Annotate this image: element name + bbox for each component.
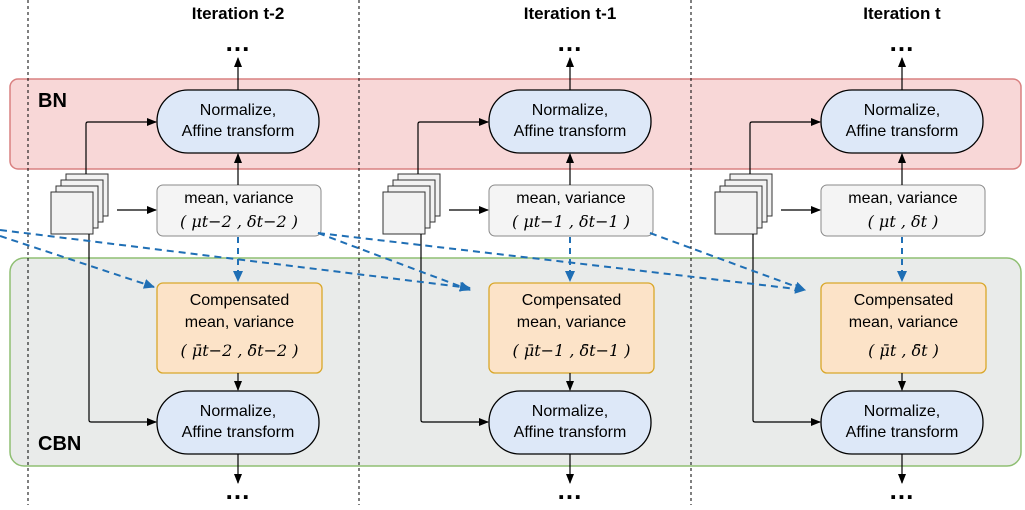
stats-label-line1: mean, variance (848, 190, 958, 207)
comp-label-line3: ( μ̄t−1 , δ̄t−1 ) (512, 341, 631, 360)
stats-box (488, 184, 654, 237)
iteration-heading: Iteration t (863, 4, 941, 23)
dashed-arrow-prev-to-comp (649, 232, 806, 292)
iteration-column (50, 57, 323, 484)
normalize-label-bn-line1: Normalize, (531, 102, 609, 119)
bn-label: BN (38, 90, 67, 112)
comp-label-line1: Compensated (521, 292, 622, 309)
normalize-label-cbn-line1: Normalize, (199, 403, 277, 420)
dashed-arrow-history-to-comp (0, 229, 471, 292)
arrow-features-to-bn (417, 118, 489, 174)
normalize-label-cbn-line2: Affine transform (513, 424, 627, 441)
stats-label-line1: mean, variance (184, 190, 294, 207)
stats-label-line2: ( μt−2 , δt−2 ) (180, 212, 298, 231)
ellipsis-top: ... (225, 27, 251, 57)
compensated-box (156, 282, 323, 374)
dashed-arrow-history-to-comp (0, 235, 155, 289)
stats-box (156, 184, 322, 237)
arrow-features-to-bn (749, 118, 821, 174)
cbn-label: CBN (38, 433, 82, 455)
comp-label-line2: mean, variance (848, 314, 959, 331)
ellipsis-top: ... (557, 27, 583, 57)
iteration-heading: Iteration t-1 (523, 4, 617, 23)
ellipsis-bottom: ... (225, 475, 251, 505)
comp-label-line3: ( μ̄t , δ̄t ) (868, 341, 939, 360)
ellipsis-bottom: ... (889, 475, 915, 505)
comp-label-line1: Compensated (189, 292, 290, 309)
arrow-features-to-cbn (752, 234, 821, 426)
comp-label-line2: mean, variance (516, 314, 627, 331)
comp-label-line2: mean, variance (184, 314, 295, 331)
dashed-arrow-history-to-comp (317, 232, 806, 294)
feature-map-icon (50, 173, 109, 235)
iteration-column (382, 57, 655, 484)
normalize-label-bn-line1: Normalize, (199, 102, 277, 119)
iteration-heading: Iteration t-2 (191, 4, 285, 23)
stats-label-line2: ( μt , δt ) (867, 212, 939, 231)
normalize-label-bn-line2: Affine transform (513, 123, 627, 140)
normalize-label-cbn-line1: Normalize, (531, 403, 609, 420)
normalize-label-cbn-line1: Normalize, (863, 403, 941, 420)
feature-map-icon (382, 173, 441, 235)
arrow-features-to-bn (85, 118, 157, 174)
normalize-label-cbn-line2: Affine transform (181, 424, 295, 441)
normalize-label-bn-line1: Normalize, (863, 102, 941, 119)
normalize-label-bn-line2: Affine transform (845, 123, 959, 140)
arrow-features-to-cbn (88, 234, 157, 426)
compensated-box (488, 282, 655, 374)
ellipsis-top: ... (889, 27, 915, 57)
feature-map-icon (714, 173, 773, 235)
normalize-label-bn-line2: Affine transform (181, 123, 295, 140)
stats-label-line2: ( μt−1 , δt−1 ) (512, 212, 630, 231)
normalize-label-cbn-line2: Affine transform (845, 424, 959, 441)
comp-label-line3: ( μ̄t−2 , δ̄t−2 ) (180, 341, 299, 360)
iteration-column (714, 57, 987, 484)
dashed-arrow-prev-to-comp (317, 232, 471, 292)
ellipsis-bottom: ... (557, 475, 583, 505)
compensated-box (820, 282, 987, 374)
comp-label-line1: Compensated (853, 292, 954, 309)
arrow-features-to-cbn (420, 234, 489, 426)
stats-label-line1: mean, variance (516, 190, 626, 207)
stats-box (820, 184, 986, 237)
